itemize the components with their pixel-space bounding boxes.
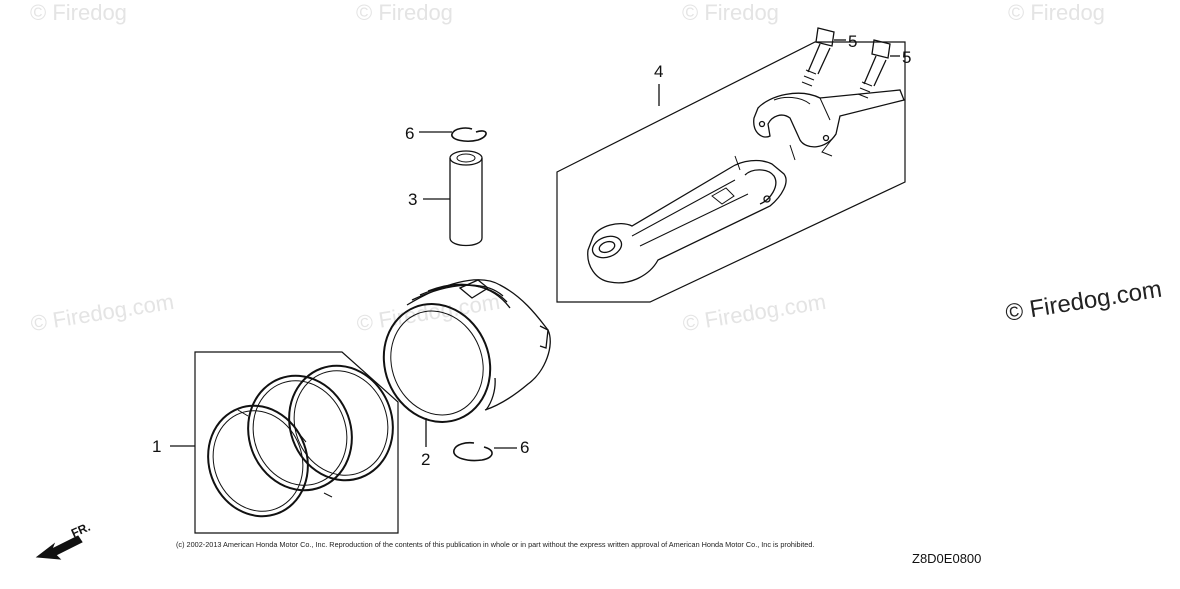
callout-3: 3 xyxy=(408,190,418,209)
front-direction-arrow-icon xyxy=(35,535,83,560)
callout-6: 6 xyxy=(520,438,530,457)
callout-4: 4 xyxy=(654,62,664,81)
piston-icon xyxy=(382,279,551,423)
con-rod-frame xyxy=(556,41,906,303)
diagram-code: Z8D0E0800 xyxy=(912,551,982,566)
piston-rings-icon xyxy=(207,364,394,518)
callout-1: 1 xyxy=(152,437,162,456)
watermark: © Firedog xyxy=(356,0,453,25)
watermark: © Firedog xyxy=(1008,0,1105,25)
piston-pin-icon xyxy=(449,150,483,247)
rod-bolt-icon xyxy=(801,27,835,87)
rod-bolt-icon xyxy=(857,39,891,99)
pin-clip-icon xyxy=(453,441,493,462)
watermark: © Firedog xyxy=(30,0,127,25)
watermark: © Firedog xyxy=(682,0,779,25)
callout-5: 5 xyxy=(848,32,858,51)
ring-set-frame xyxy=(194,351,399,534)
callout-2: 2 xyxy=(421,450,431,469)
pin-clip-icon xyxy=(451,127,487,142)
callout-5: 5 xyxy=(902,48,912,67)
connecting-rod-icon xyxy=(587,89,905,284)
copyright-notice: (c) 2002-2013 American Honda Motor Co., … xyxy=(176,540,815,549)
callout-6: 6 xyxy=(405,124,415,143)
